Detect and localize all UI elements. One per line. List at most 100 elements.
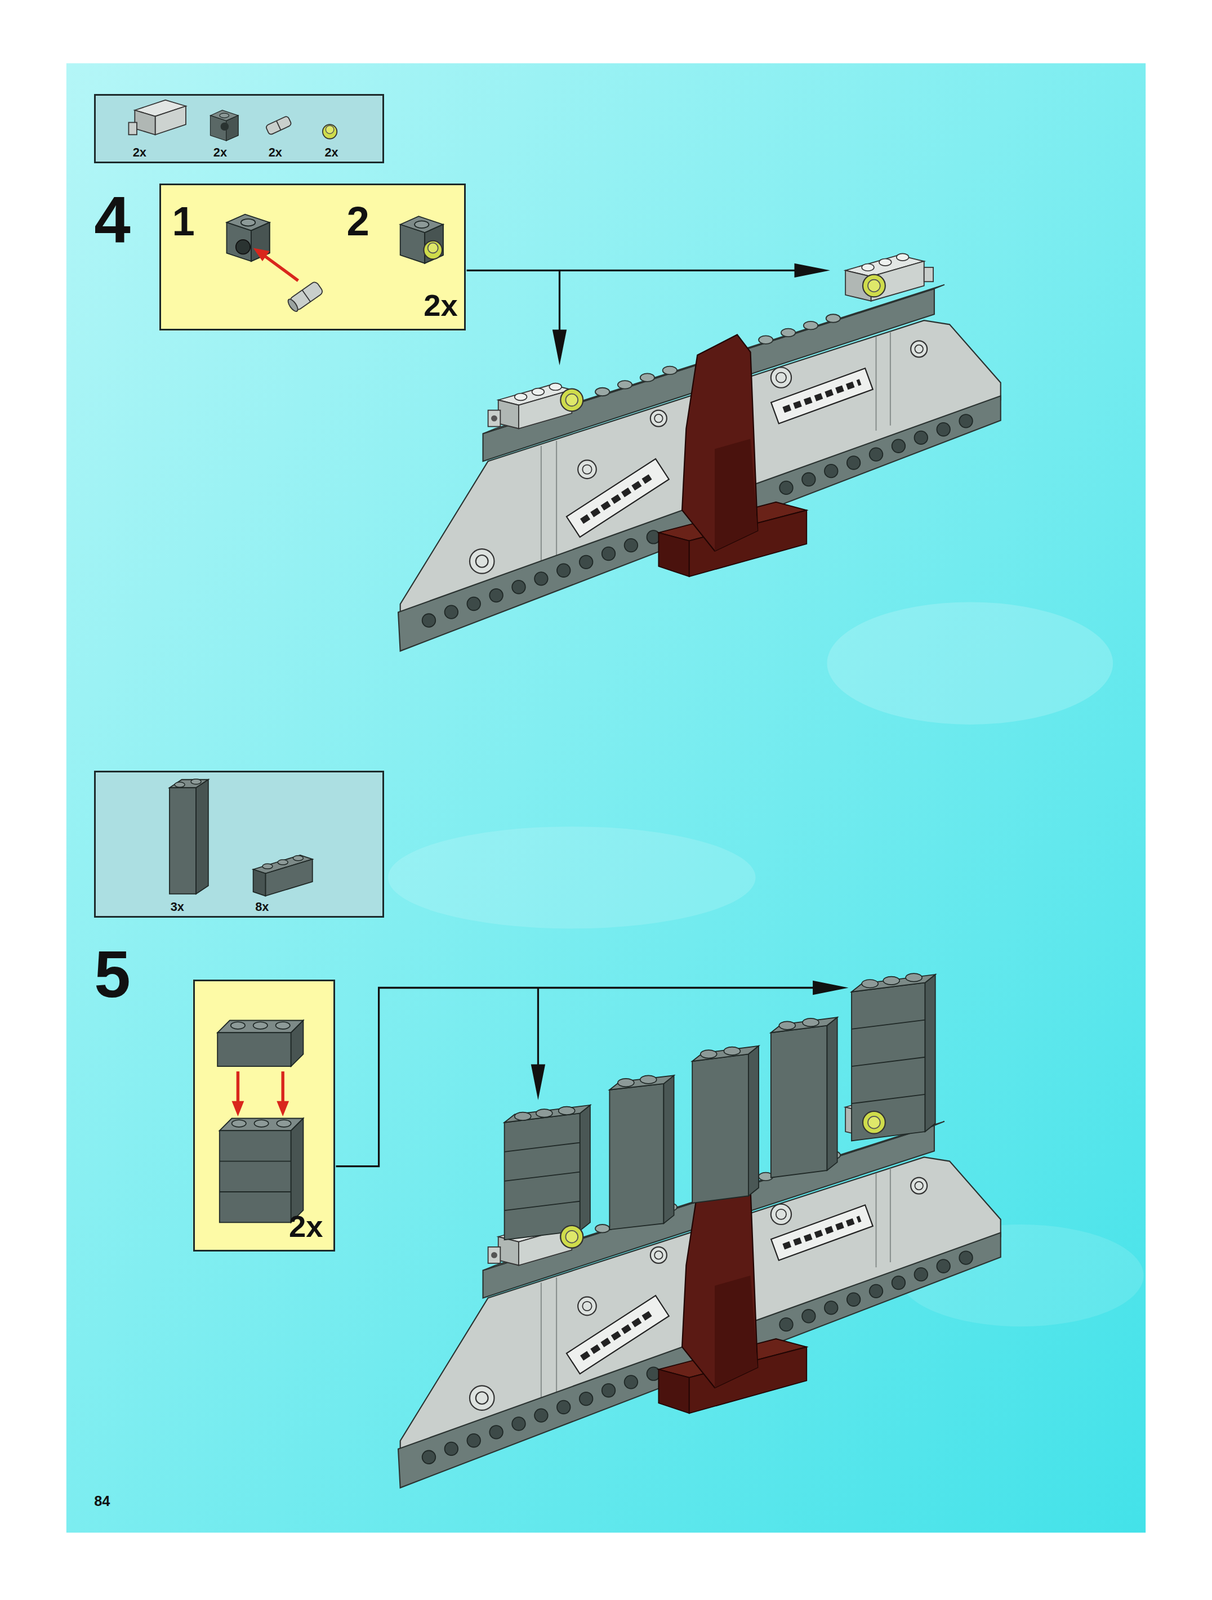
drawing-part xyxy=(254,1120,269,1128)
part-quantity: 3x xyxy=(170,901,185,914)
drawing-part xyxy=(504,1113,581,1241)
drawing-part xyxy=(851,1020,926,1030)
drawing-part xyxy=(262,863,273,870)
drawing-part xyxy=(302,290,311,302)
drawing-part xyxy=(504,1201,581,1211)
drawing-part xyxy=(504,1172,581,1182)
drawing-part xyxy=(281,1071,284,1105)
drawing-part xyxy=(322,124,337,139)
drawing-part xyxy=(94,94,385,164)
drawing-part xyxy=(400,216,444,264)
drawing-part xyxy=(292,856,303,862)
step-number: 5 xyxy=(94,942,131,1008)
drawing-part xyxy=(219,1161,292,1163)
drawing-part xyxy=(217,1032,292,1067)
drawing-part xyxy=(802,1018,819,1028)
drawing-part xyxy=(851,1094,926,1104)
drawing-part xyxy=(692,1054,749,1204)
drawing-part xyxy=(531,1064,546,1100)
drawing-part xyxy=(617,1079,635,1088)
drawing-part xyxy=(388,826,756,929)
drawing-part xyxy=(552,329,567,365)
drawing-part xyxy=(640,1075,657,1085)
drawing-part xyxy=(276,121,282,131)
step-number: 4 xyxy=(94,186,131,253)
part-quantity: 2x xyxy=(268,146,283,159)
drawing-part xyxy=(253,1022,268,1030)
drawing-part xyxy=(263,255,299,281)
drawing-part xyxy=(235,239,251,255)
quantity-callout: 2 xyxy=(346,201,370,243)
drawing-part xyxy=(536,1109,553,1118)
drawing-part xyxy=(217,1021,303,1034)
drawing-part xyxy=(565,1231,578,1244)
drawing-part xyxy=(128,122,137,136)
drawing-part xyxy=(700,1050,717,1059)
drawing-part xyxy=(867,1116,881,1130)
drawing-part xyxy=(827,602,1114,725)
drawing-part xyxy=(275,1022,291,1030)
drawing-part xyxy=(219,1191,292,1193)
part-quantity: 8x xyxy=(255,901,269,914)
drawing-part xyxy=(771,1017,838,1033)
drawing-part xyxy=(925,974,936,1133)
drawing-part xyxy=(778,1021,796,1031)
drawing-part xyxy=(276,1101,289,1117)
drawing-part xyxy=(232,1101,245,1117)
substep-callout: 2x xyxy=(193,979,336,1252)
drawing-part xyxy=(291,1119,304,1224)
drawing-part xyxy=(663,1075,674,1224)
quantity-callout: 2x xyxy=(423,290,458,322)
drawing-part xyxy=(794,263,830,278)
drawing-part xyxy=(219,1130,292,1223)
drawing-part xyxy=(428,242,439,253)
drawing-part xyxy=(286,281,324,314)
drawing-part xyxy=(748,1046,759,1197)
drawing-part xyxy=(66,63,1146,1534)
drawing-part xyxy=(609,1075,674,1090)
parts-list: 2x2x2x2x xyxy=(94,94,385,164)
substep-callout: 1 2 2x xyxy=(159,183,466,331)
quantity-callout: 2x xyxy=(288,1211,323,1242)
drawing-part xyxy=(504,1105,591,1124)
drawing-part xyxy=(253,869,266,897)
drawing-part xyxy=(325,125,334,135)
drawing-part xyxy=(220,122,230,132)
drawing-part xyxy=(286,297,300,314)
page-number: 84 xyxy=(94,1494,110,1509)
drawing-part xyxy=(514,1112,532,1122)
drawing-part xyxy=(174,782,185,788)
drawing-part xyxy=(230,1022,291,1030)
drawing-part xyxy=(504,974,936,1241)
drawing-part xyxy=(905,973,922,983)
drawing-part xyxy=(771,1026,828,1179)
drawing-part xyxy=(134,110,155,136)
drawing-part xyxy=(827,1017,838,1171)
drawing-part xyxy=(692,1046,759,1062)
drawing-part xyxy=(883,977,900,986)
drawing-part xyxy=(155,106,186,136)
drawing-part xyxy=(236,1071,240,1105)
drawing-part xyxy=(861,979,879,989)
drawing-part xyxy=(226,214,270,262)
drawing-part xyxy=(812,981,849,996)
drawing-part xyxy=(580,1105,591,1232)
drawing-part xyxy=(504,1143,581,1153)
drawing-part xyxy=(423,241,443,260)
drawing-part xyxy=(253,247,270,262)
drawing-part xyxy=(169,787,196,895)
part-quantity: 2x xyxy=(213,146,227,159)
drawing-part xyxy=(265,115,292,136)
drawing-part xyxy=(723,1047,741,1056)
drawing-part xyxy=(277,860,288,866)
quantity-callout: 1 xyxy=(172,201,195,243)
drawing-part xyxy=(190,779,202,785)
drawing-part xyxy=(276,1120,291,1128)
drawing-part xyxy=(291,1021,304,1068)
parts-list: 3x 8x xyxy=(94,771,385,919)
drawing-part xyxy=(862,1111,886,1135)
drawing-part xyxy=(265,115,292,136)
drawing-part xyxy=(219,1119,304,1132)
drawing-part xyxy=(851,982,926,1142)
